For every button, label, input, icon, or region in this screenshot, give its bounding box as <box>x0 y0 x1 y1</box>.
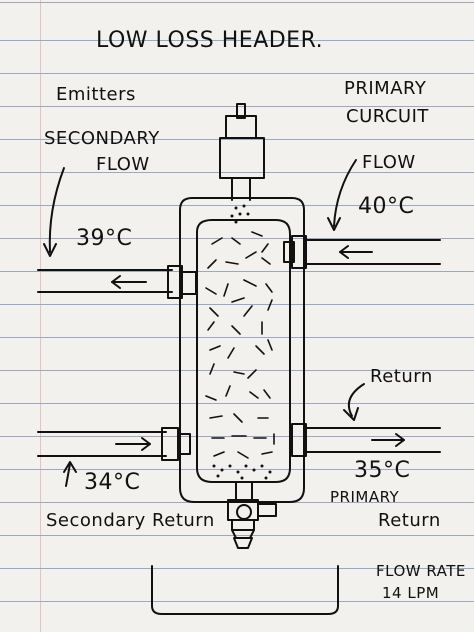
primary-bypass-loop <box>151 565 339 615</box>
primary-circuit-label-line2: CURCUIT <box>346 106 429 127</box>
label-pointer-arrows <box>43 159 365 487</box>
secondary-flow-pipe <box>37 265 197 299</box>
primary-return-temperature: 35°C <box>354 458 411 483</box>
header-outer-casing <box>179 197 305 503</box>
emitters-label: Emitters <box>56 84 136 105</box>
primary-return-label-line2: Return <box>378 510 441 531</box>
drain-valve <box>227 481 277 549</box>
top-vent-fitting <box>219 103 265 201</box>
secondary-return-pipe <box>37 427 191 461</box>
primary-return-pipe <box>291 423 441 457</box>
primary-flow-label: FLOW <box>362 152 416 173</box>
mixing-flow-arrows <box>205 231 275 459</box>
secondary-flow-temperature: 39°C <box>76 226 133 251</box>
flow-rate-label: FLOW RATE <box>376 562 466 580</box>
page-title: LOW LOSS HEADER. <box>96 28 324 53</box>
primary-return-label-line1: PRIMARY <box>330 488 400 506</box>
primary-flow-pipe <box>283 235 441 269</box>
sediment-dots <box>212 204 272 480</box>
paper-margin-line <box>40 0 41 632</box>
primary-flow-temperature: 40°C <box>358 194 415 219</box>
secondary-return-temperature: 34°C <box>84 470 141 495</box>
secondary-flow-label-line2: FLOW <box>96 154 150 175</box>
primary-circuit-label-line1: PRIMARY <box>344 78 427 99</box>
secondary-flow-label-line1: SECONDARY <box>44 128 160 149</box>
flow-rate-value: 14 LPM <box>382 584 440 602</box>
return-label: Return <box>370 366 433 387</box>
secondary-return-label: Secondary Return <box>46 510 215 531</box>
header-inner-chamber <box>196 219 291 483</box>
